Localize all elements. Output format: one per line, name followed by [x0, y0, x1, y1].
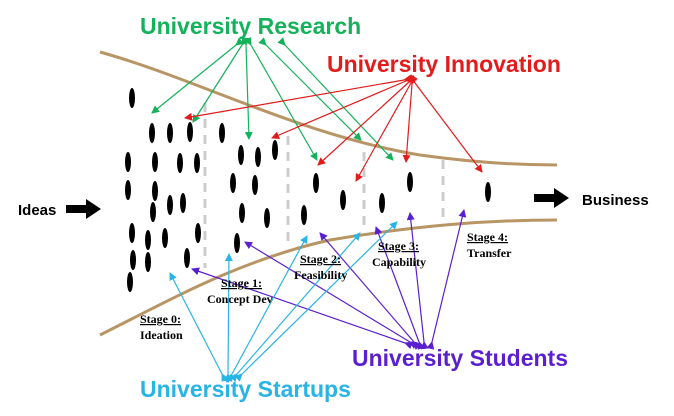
university-startups-label: University Startups: [140, 376, 351, 402]
idea-ellipse: [255, 147, 261, 167]
idea-ellipse: [150, 202, 156, 222]
idea-ellipse: [152, 152, 158, 172]
idea-ellipse: [234, 233, 240, 253]
research-arrow: [192, 36, 250, 123]
research-arrow: [241, 37, 253, 140]
stage-3-label: Stage 3: Capability: [372, 239, 426, 269]
idea-ellipse: [485, 182, 491, 202]
idea-ellipse: [127, 272, 133, 292]
startups-arrow: [169, 272, 229, 383]
idea-ellipse: [194, 153, 200, 173]
students-arrow: [426, 209, 467, 350]
stage-1-title: Stage 1:: [221, 276, 262, 290]
idea-ellipse: [219, 123, 225, 143]
idea-ellipse: [272, 140, 278, 160]
innovation-arrow: [402, 76, 417, 163]
university-students-label: University Students: [352, 345, 568, 371]
idea-ellipse: [187, 122, 193, 142]
idea-ellipse: [125, 180, 131, 200]
idea-ellipse: [129, 88, 135, 108]
innovation-arrow: [184, 74, 412, 121]
idea-ellipse: [407, 172, 413, 192]
university-innovation-label: University Innovation: [327, 51, 561, 77]
idea-ellipse: [301, 205, 307, 225]
startups-arrow: [234, 221, 398, 382]
idea-ellipse: [162, 228, 168, 248]
innovation-arrow: [271, 74, 415, 139]
startups-arrows: [169, 221, 398, 383]
university-research-label: University Research: [140, 13, 361, 39]
idea-ellipses: [125, 88, 491, 292]
stage-2-title: Stage 2:: [300, 252, 341, 266]
idea-ellipse: [167, 195, 173, 215]
stage-0-title: Stage 0:: [140, 312, 181, 326]
idea-ellipse: [313, 173, 319, 193]
idea-ellipse: [125, 152, 131, 172]
idea-ellipse: [130, 250, 136, 270]
innovation-arrows: [184, 74, 483, 182]
stage-3-subtitle: Capability: [372, 255, 426, 269]
business-arrow: [534, 188, 569, 208]
business-label: Business: [582, 192, 649, 209]
stage-2-subtitle: Feasibility: [294, 268, 347, 282]
idea-ellipse: [264, 208, 270, 228]
idea-ellipse: [239, 203, 245, 223]
stage-4-subtitle: Transfer: [467, 246, 512, 260]
ideas-arrow: [66, 199, 101, 219]
ideas-label: Ideas: [18, 202, 56, 219]
idea-ellipse: [195, 223, 201, 243]
stage-4-label: Stage 4: Transfer: [467, 230, 512, 260]
idea-ellipse: [379, 193, 385, 213]
idea-ellipse: [177, 153, 183, 173]
research-arrow: [151, 37, 244, 114]
stage-3-title: Stage 3:: [378, 239, 419, 253]
idea-ellipse: [230, 173, 236, 193]
stage-1-label: Stage 1: Concept Dev: [207, 276, 273, 306]
idea-ellipse: [252, 175, 258, 195]
stage-0-subtitle: Ideation: [140, 328, 183, 342]
idea-ellipse: [145, 230, 151, 250]
idea-ellipse: [145, 252, 151, 272]
stage-2-label: Stage 2: Feasibility: [294, 252, 347, 282]
students-arrow: [406, 212, 429, 350]
innovation-arrow: [407, 75, 483, 173]
stage-4-title: Stage 4:: [467, 230, 508, 244]
idea-ellipse: [238, 145, 244, 165]
idea-ellipse: [152, 181, 158, 201]
idea-ellipse: [184, 248, 190, 268]
innovation-arrow: [355, 74, 418, 182]
idea-ellipse: [180, 193, 186, 213]
idea-ellipse: [340, 190, 346, 210]
idea-ellipse: [149, 123, 155, 143]
stage-1-subtitle: Concept Dev: [207, 292, 273, 306]
idea-ellipse: [167, 123, 173, 143]
idea-ellipse: [129, 223, 135, 243]
stage-0-label: Stage 0: Ideation: [140, 312, 183, 342]
